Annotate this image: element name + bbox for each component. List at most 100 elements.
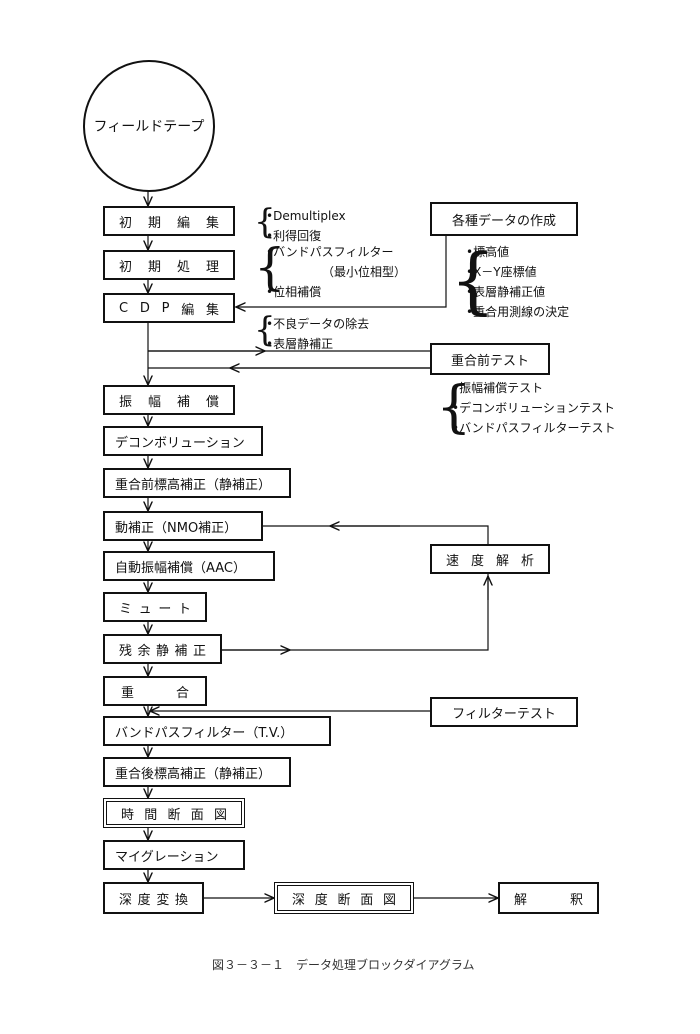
- field-tape-circle: フィールドテープ: [83, 60, 215, 192]
- brace-initial-edit: {: [254, 202, 276, 242]
- residual-static-char: 静: [155, 643, 169, 659]
- note-gain-recovery: •利得回復: [266, 229, 322, 243]
- initial-edit-box: 初 期 編 集: [103, 206, 235, 236]
- note-demultiplex: •Demultiplex: [266, 209, 346, 223]
- initial-processing-char: 期: [147, 259, 161, 275]
- stack-char: 合: [175, 685, 189, 701]
- cdp-edit-char: D: [139, 300, 150, 316]
- amplitude-compensation-char: 振: [119, 394, 133, 410]
- residual-static-char: 補: [174, 643, 188, 659]
- residual-static-box: 残 余 静 補 正: [103, 634, 222, 664]
- interpretation-char: 釈: [569, 892, 583, 908]
- field-tape-label: フィールドテープ: [93, 119, 205, 135]
- pre-stack-static-label: 重合前標高補正（静補正）: [115, 477, 272, 493]
- aac-label: 自動振幅補償（AAC）: [115, 560, 246, 576]
- depth-conversion-char: 深: [119, 892, 133, 908]
- velocity-analysis-char: 速: [446, 553, 460, 569]
- depth-conversion-char: 換: [174, 892, 188, 908]
- velocity-analysis-char: 度: [470, 553, 484, 569]
- note-deconvolution-test: •デコンボリューションテスト: [452, 401, 615, 415]
- filter-test-label: フィルターテスト: [452, 706, 556, 722]
- mute-char: ミ: [119, 601, 133, 617]
- note-phase-compensation: •位相補償: [266, 285, 322, 299]
- data-creation-box: 各種データの作成: [430, 202, 578, 236]
- note-xy-coordinates: •X－Y座標値: [466, 265, 537, 279]
- stack-char: 重: [121, 685, 135, 701]
- brace-data-creation: {: [450, 238, 496, 322]
- initial-edit-char: 初: [119, 215, 133, 231]
- note-min-phase: （最小位相型）: [322, 265, 407, 279]
- filter-test-box: フィルターテスト: [430, 697, 578, 727]
- aac-box: 自動振幅補償（AAC）: [103, 551, 275, 581]
- stack-box: 重 合: [103, 676, 207, 706]
- nmo-correction-label: 動補正（NMO補正）: [115, 520, 238, 536]
- interpretation-char: 解: [514, 892, 528, 908]
- velocity-analysis-box: 速 度 解 析: [430, 544, 550, 574]
- interpretation-box: 解 釈: [498, 882, 599, 914]
- initial-edit-char: 集: [205, 215, 219, 231]
- depth-section-char: 断: [337, 892, 351, 908]
- bandpass-tv-box: バンドパスフィルター（T.V.）: [103, 716, 331, 746]
- depth-section-char: 図: [382, 892, 396, 908]
- depth-conversion-box: 深 度 変 換: [103, 882, 204, 914]
- brace-initial-processing: {: [254, 238, 286, 296]
- amplitude-compensation-char: 償: [205, 394, 219, 410]
- brace-pre-stack-test: {: [436, 375, 472, 440]
- data-creation-label: 各種データの作成: [451, 213, 556, 229]
- mute-char: ー: [158, 601, 172, 617]
- note-bad-data-removal: •不良データの除去: [266, 317, 370, 331]
- cdp-edit-char: 集: [205, 302, 219, 318]
- time-section-char: 間: [144, 807, 158, 823]
- pre-stack-static-box: 重合前標高補正（静補正）: [103, 468, 291, 498]
- figure-caption: 図３－３－１ データ処理ブロックダイアグラム: [212, 958, 475, 972]
- initial-processing-box: 初 期 処 理: [103, 250, 235, 280]
- initial-edit-notes: •Demultiplex •利得回復: [266, 206, 346, 246]
- initial-processing-char: 理: [205, 259, 219, 275]
- cdp-edit-char: C: [119, 300, 129, 316]
- velocity-analysis-char: 析: [520, 553, 534, 569]
- note-surface-static-correction: •表層静補正: [266, 337, 334, 351]
- initial-processing-char: 処: [176, 259, 190, 275]
- pre-stack-test-notes: •振幅補償テスト •デコンボリューションテスト •バンドパスフィルターテスト: [452, 378, 615, 438]
- initial-processing-notes: •バンドパスフィルター （最小位相型） •位相補償: [266, 242, 406, 302]
- cdp-edit-char: 編: [181, 302, 195, 318]
- post-stack-static-label: 重合後標高補正（静補正）: [115, 766, 272, 782]
- depth-section-box: 深 度 断 面 図: [274, 882, 414, 914]
- initial-processing-char: 初: [119, 259, 133, 275]
- pre-stack-test-label: 重合前テスト: [450, 353, 529, 369]
- depth-section-char: 深: [292, 892, 306, 908]
- note-stack-line: •重合用測線の決定: [466, 305, 570, 319]
- brace-cdp-edit: {: [254, 310, 276, 350]
- time-section-char: 時: [121, 807, 135, 823]
- note-bandpass: •バンドパスフィルター: [266, 245, 394, 259]
- migration-box: マイグレーション: [103, 840, 245, 870]
- bandpass-tv-label: バンドパスフィルター（T.V.）: [115, 725, 294, 741]
- pre-stack-test-box: 重合前テスト: [430, 343, 550, 375]
- note-surface-static: •表層静補正値: [466, 285, 546, 299]
- residual-static-char: 正: [192, 643, 206, 659]
- depth-section-char: 度: [314, 892, 328, 908]
- time-section-char: 面: [190, 807, 204, 823]
- time-section-char: 図: [213, 807, 227, 823]
- deconvolution-label: デコンボリューション: [115, 435, 245, 451]
- note-amplitude-test: •振幅補償テスト: [452, 381, 544, 395]
- depth-conversion-char: 変: [156, 892, 170, 908]
- note-elevation: •標高値: [466, 245, 510, 259]
- cdp-edit-char: P: [161, 300, 170, 316]
- depth-conversion-char: 度: [137, 892, 151, 908]
- data-creation-notes: •標高値 •X－Y座標値 •表層静補正値 •重合用測線の決定: [466, 242, 569, 322]
- mute-char: ュ: [138, 601, 152, 617]
- post-stack-static-box: 重合後標高補正（静補正）: [103, 757, 291, 787]
- deconvolution-box: デコンボリューション: [103, 426, 263, 456]
- residual-static-char: 残: [119, 643, 133, 659]
- initial-edit-char: 編: [176, 215, 190, 231]
- mute-char: ト: [177, 601, 191, 617]
- note-bandpass-test: •バンドパスフィルターテスト: [452, 421, 616, 435]
- cdp-edit-box: C D P 編 集: [103, 293, 235, 323]
- cdp-edit-notes: •不良データの除去 •表層静補正: [266, 314, 369, 354]
- amplitude-compensation-char: 補: [176, 394, 190, 410]
- migration-label: マイグレーション: [115, 849, 219, 865]
- time-section-char: 断: [167, 807, 181, 823]
- velocity-analysis-char: 解: [495, 553, 509, 569]
- time-section-box: 時 間 断 面 図: [103, 798, 245, 828]
